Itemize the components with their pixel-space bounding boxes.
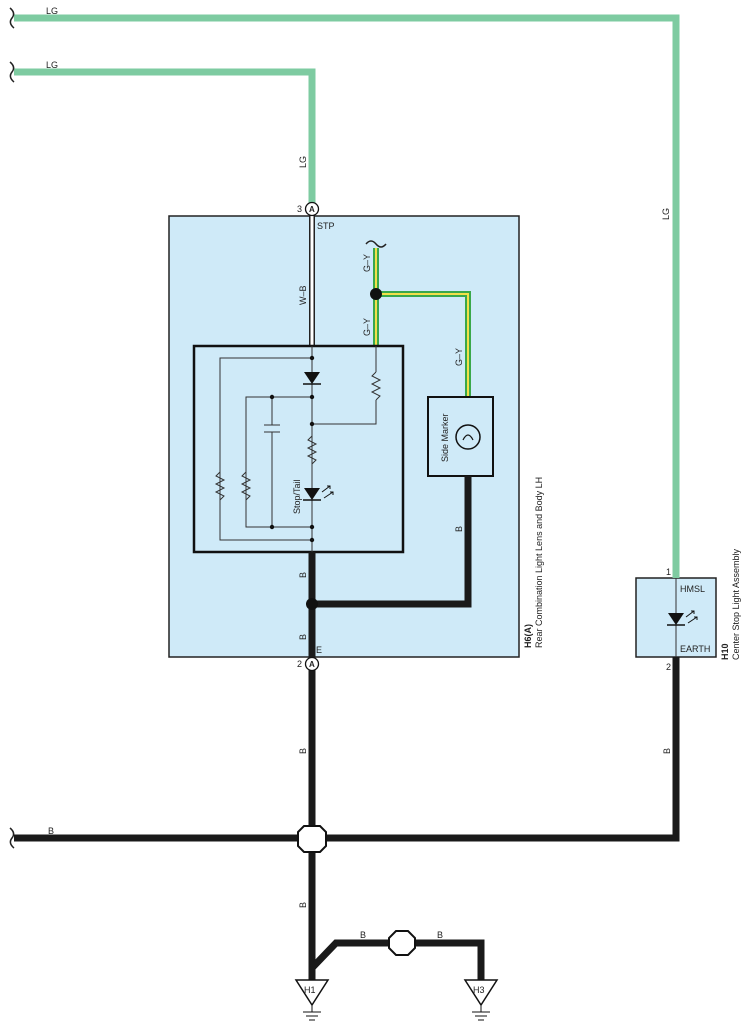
wire-label-g-y-lower: G–Y <box>362 318 372 336</box>
h6-name: Rear Combination Light Lens and Body LH <box>534 477 544 648</box>
ground-h1-icon <box>294 979 330 1021</box>
wire-label-b-below-h6: B <box>298 748 308 754</box>
g-y-wire <box>373 248 471 398</box>
wire-label-lg-top: LG <box>46 6 58 16</box>
wire-label-b-below-h10: B <box>662 748 672 754</box>
side-marker-label: Side Marker <box>440 413 450 462</box>
led-icon <box>304 488 320 500</box>
b-wire-ground-bus <box>14 657 680 980</box>
h6-pin-2-letter: A <box>309 660 315 669</box>
hmsl-emission-arrows-icon <box>685 610 698 624</box>
junction-connector-icon <box>297 825 327 853</box>
h10-pin-1-number: 1 <box>666 567 671 577</box>
h6-stp-label: STP <box>317 221 335 231</box>
lg-wire-top <box>14 14 680 578</box>
h6-pin-3-number: 3 <box>297 204 302 214</box>
hmsl-led-icon <box>668 613 684 625</box>
lg-wire-second <box>14 68 316 203</box>
wire-label-b-side-marker: B <box>454 526 464 532</box>
h6-e-label: E <box>316 645 322 655</box>
wire-label-g-y-side-marker: G–Y <box>454 348 464 366</box>
led-emission-arrows-icon <box>321 485 334 499</box>
ground-h1-label: H1 <box>304 985 316 995</box>
wire-label-w-b: W–B <box>298 285 308 305</box>
h10-hmsl-label: HMSL <box>680 584 705 594</box>
wire-break-icon <box>9 7 15 29</box>
h6-pin-3-letter: A <box>309 205 315 214</box>
stop-tail-circuit-box <box>192 344 405 554</box>
wire-label-lg-vertical-lamp: LG <box>298 156 308 168</box>
wire-label-b-lamp-internal: B <box>298 572 308 578</box>
stop-tail-label: Stop/Tail <box>292 479 302 514</box>
h6-code: H6(A) <box>523 624 533 648</box>
ground-splice-connector-icon <box>388 930 416 956</box>
g-y-wire-break-icon <box>365 240 387 248</box>
stop-tail-internal-circuit <box>214 346 382 552</box>
wire-label-b-branch-left: B <box>360 930 366 940</box>
b-splice-dot <box>306 598 318 610</box>
g-y-splice-dot <box>370 288 382 300</box>
h10-pin-2-number: 2 <box>666 662 671 672</box>
wire-label-b-to-h1: B <box>298 902 308 908</box>
side-marker-bulb-icon <box>455 424 481 450</box>
h10-code: H10 <box>720 643 730 660</box>
side-marker-box <box>427 396 494 477</box>
wire-label-b-lamp-bottom: B <box>298 634 308 640</box>
h6-pin-2-connector-icon <box>304 656 320 672</box>
wire-label-b-branch-right: B <box>437 930 443 940</box>
wire-label-b-ground-bus: B <box>48 826 54 836</box>
h10-name: Center Stop Light Assembly <box>731 548 741 660</box>
junction-dots <box>269 355 315 543</box>
h6-pin-3-connector-icon <box>304 201 320 217</box>
h6-pin-2-number: 2 <box>297 659 302 669</box>
h10-earth-label: EARTH <box>680 644 710 654</box>
bulb-filament-icon <box>462 434 474 441</box>
wire-break-icon <box>9 827 15 849</box>
diode-icon <box>304 372 320 384</box>
wire-label-g-y-upper: G–Y <box>362 254 372 272</box>
wire-label-lg-vertical-hmsl: LG <box>661 208 671 220</box>
ground-h3-label: H3 <box>473 985 485 995</box>
ground-h3-icon <box>463 979 499 1021</box>
wire-label-lg-second: LG <box>46 60 58 70</box>
wire-break-icon <box>9 61 15 83</box>
